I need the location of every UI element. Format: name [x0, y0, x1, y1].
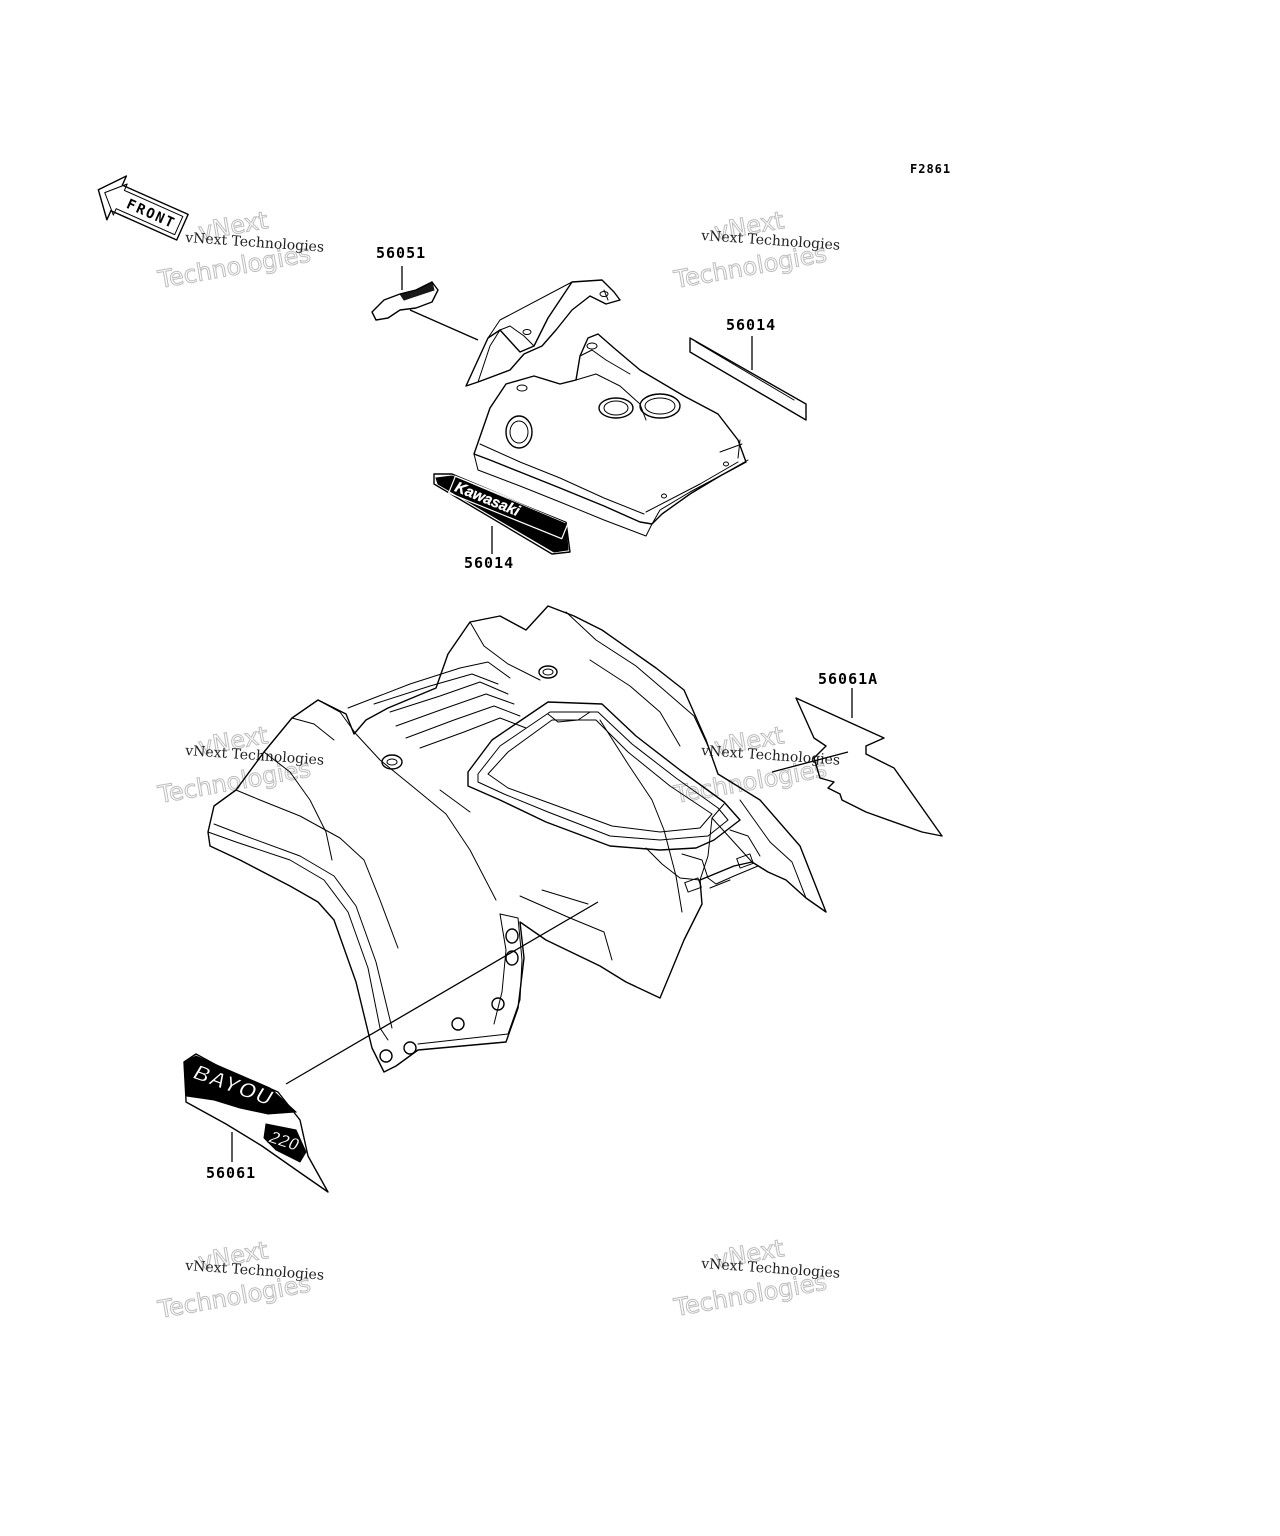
watermark-bottom-right: vNext Technologies vNext Technologies — [671, 1234, 841, 1323]
front-arrow-icon: FRONT — [97, 175, 189, 241]
watermark-mid-right: vNext Technologies vNext Technologies — [671, 721, 841, 810]
right-fender-decal-drawing — [771, 688, 943, 837]
kawasaki-emblem-text: Kawasaki — [452, 479, 523, 521]
watermark-bottom-left: vNext Technologies vNext Technologies — [155, 1236, 325, 1325]
part-number-56061: 56061 — [206, 1164, 256, 1182]
part-number-56014-emblem: 56014 — [464, 554, 514, 572]
part-number-56014-stripe: 56014 — [726, 316, 776, 334]
watermark-top-left: vNext Technologies vNext Technologies — [155, 206, 325, 295]
front-cover-drawing — [465, 279, 749, 537]
rear-fender-drawing — [207, 605, 827, 1073]
watermark-mid-left: vNext Technologies vNext Technologies — [155, 721, 325, 810]
cover-decal-drawing — [371, 266, 479, 341]
side-stripe-drawing — [689, 336, 807, 421]
watermark-top-right: vNext Technologies vNext Technologies — [671, 206, 841, 295]
part-number-56061A: 56061A — [818, 670, 878, 688]
part-number-56051: 56051 — [376, 244, 426, 262]
kawasaki-emblem-drawing: Kawasaki — [433, 473, 571, 555]
leader-line-56061A-part — [771, 751, 849, 773]
leader-line-56061-part — [285, 901, 599, 1085]
left-fender-decal-drawing: BAYOU 220 — [183, 901, 599, 1193]
figure-code: F2861 — [910, 162, 951, 176]
leader-line-56051-part — [409, 309, 479, 341]
